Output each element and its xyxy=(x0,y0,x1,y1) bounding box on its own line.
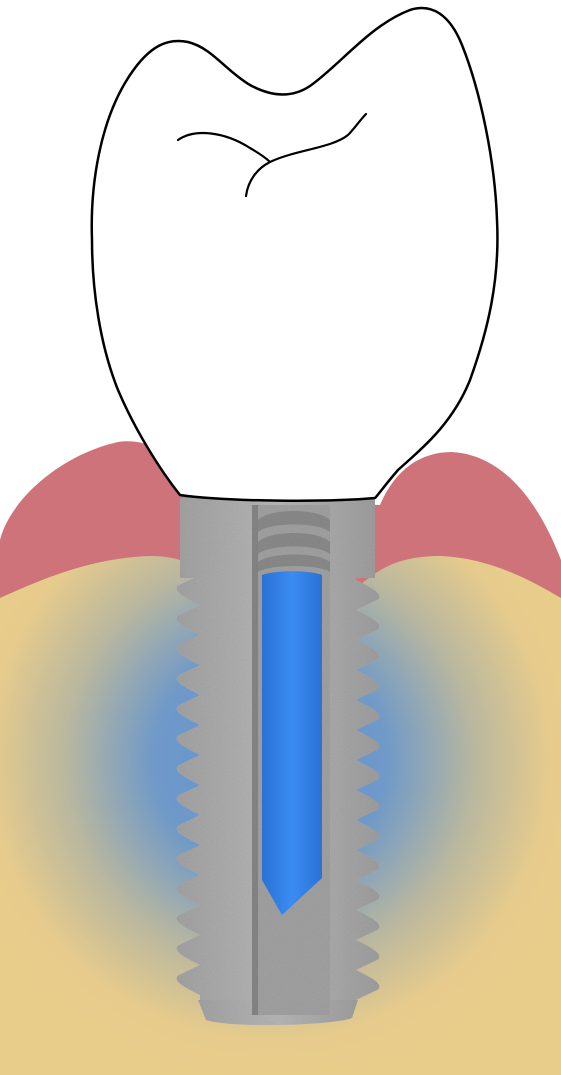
internal-threads xyxy=(258,511,330,572)
channel-wall xyxy=(252,505,258,1015)
tooth-crown xyxy=(92,8,498,501)
abutment-screw xyxy=(262,571,322,915)
